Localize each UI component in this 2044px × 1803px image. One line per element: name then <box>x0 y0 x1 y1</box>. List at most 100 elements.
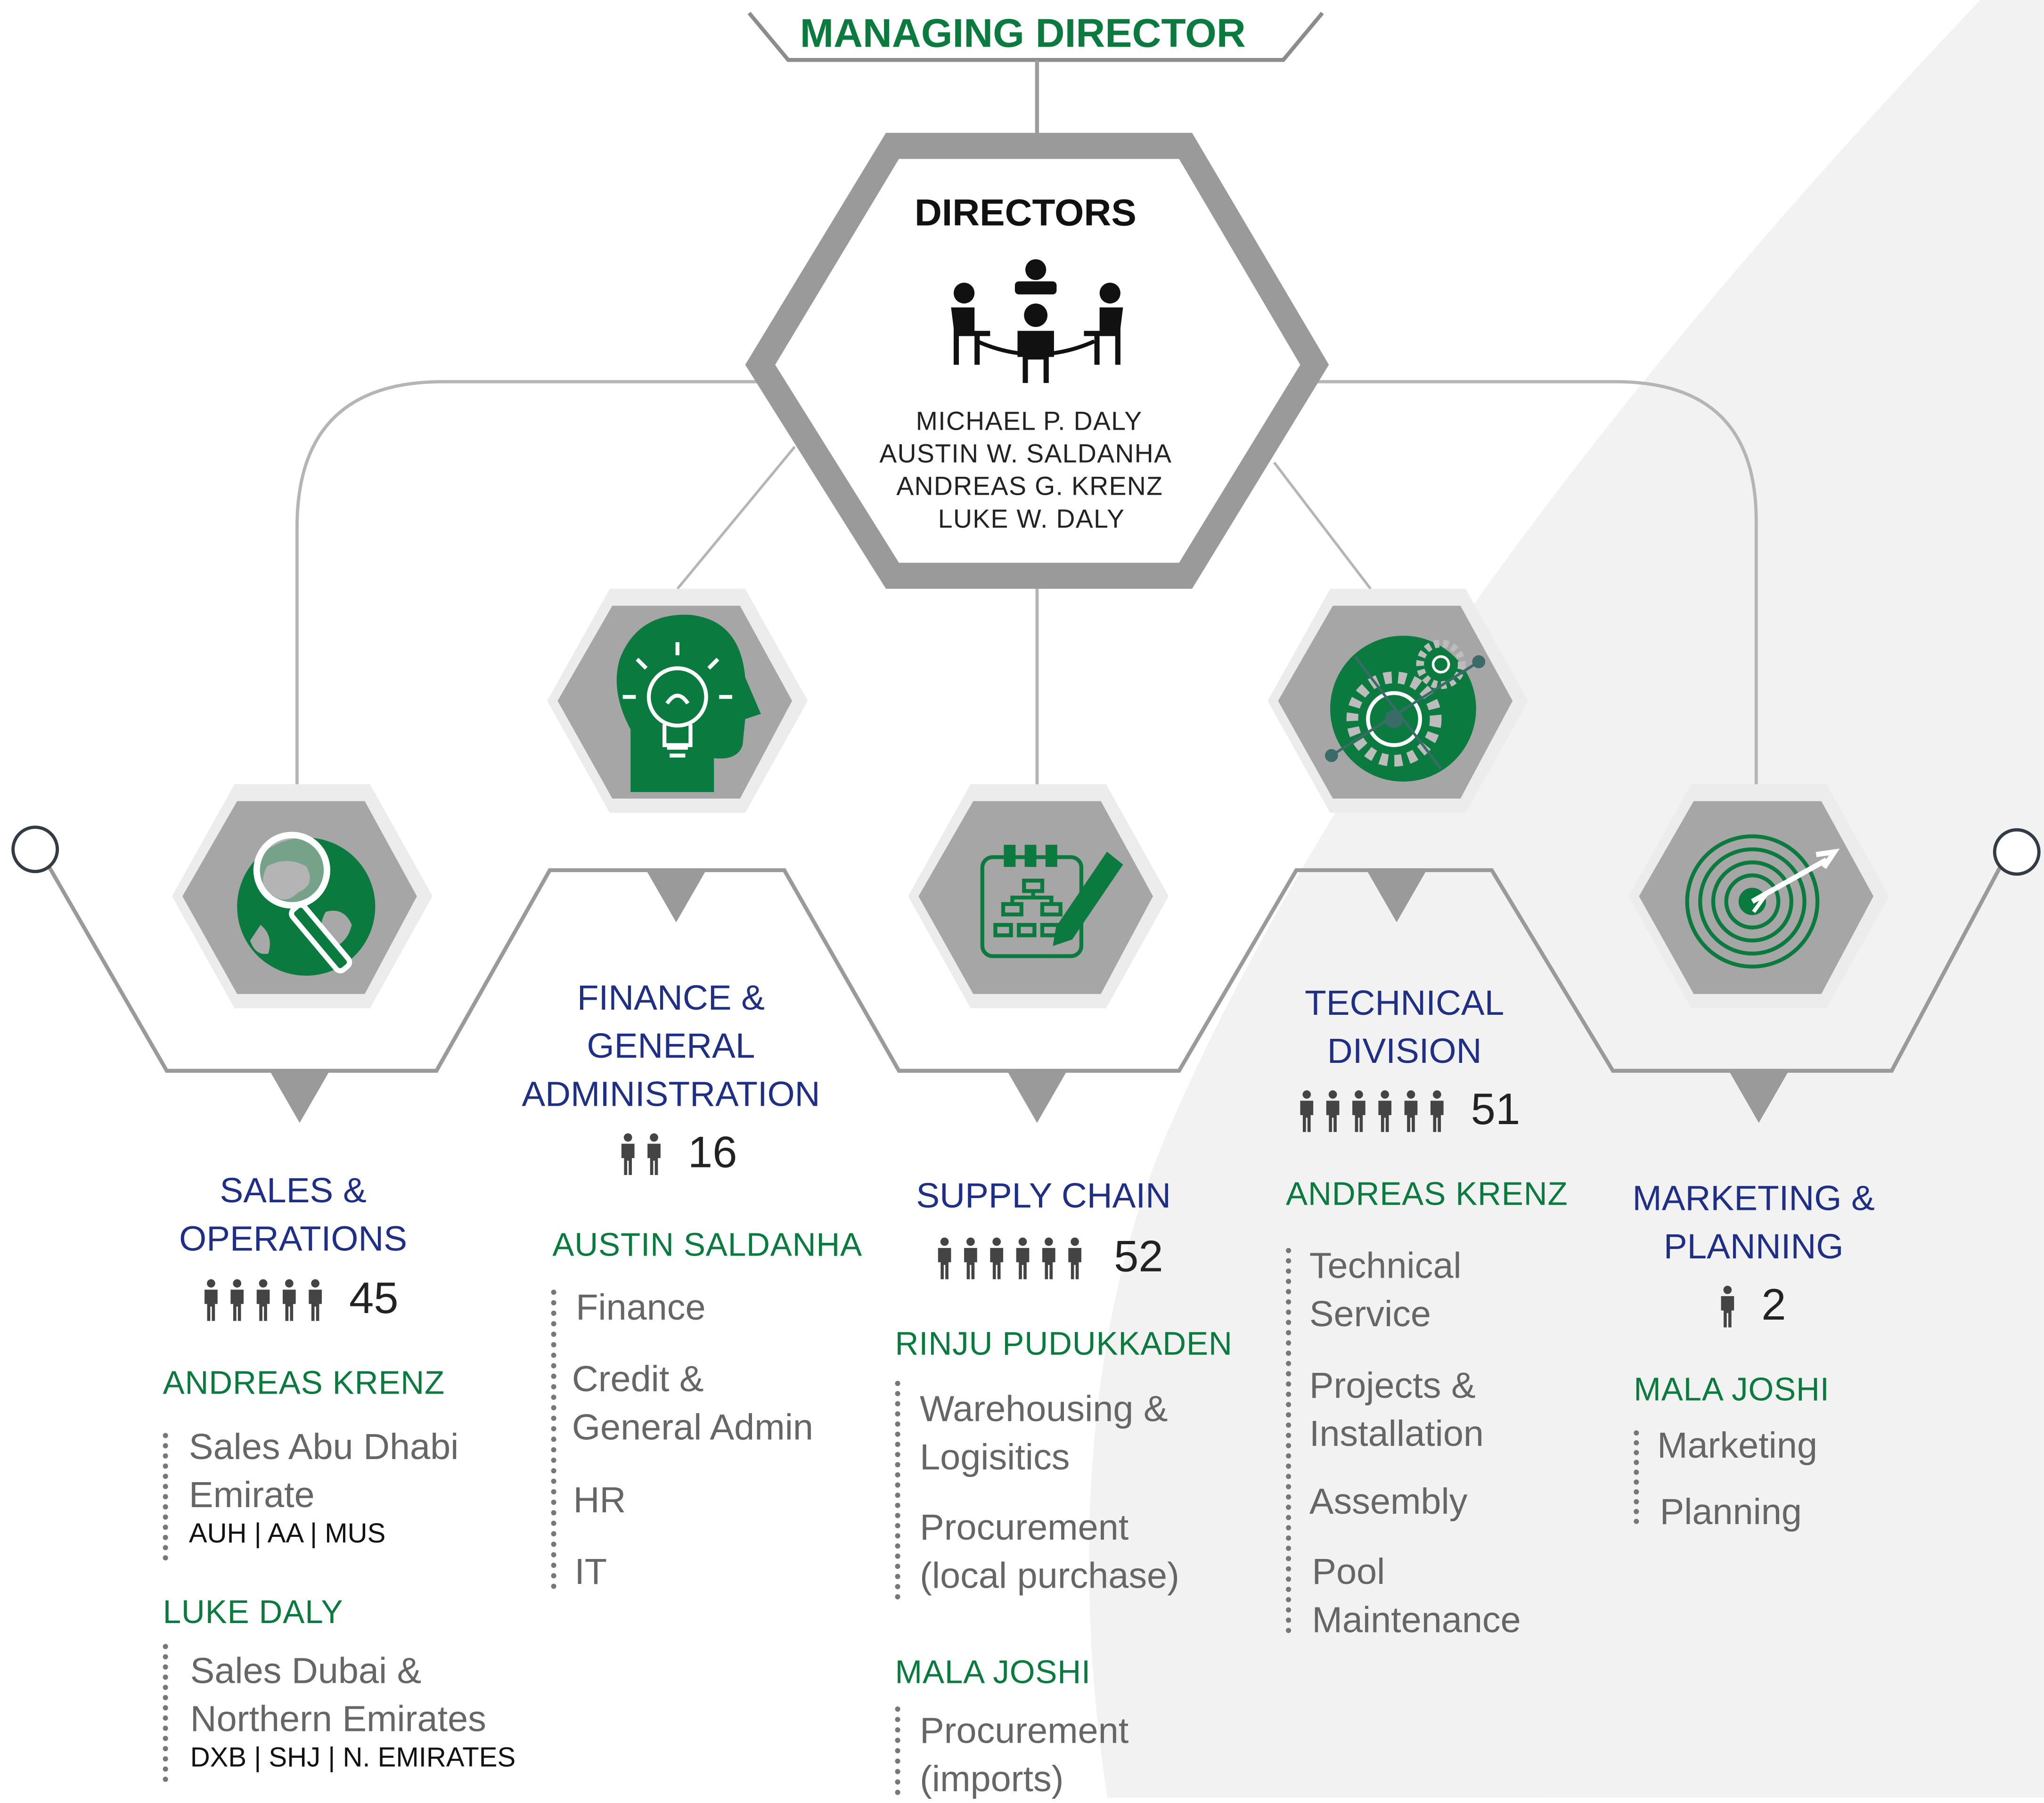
director-name: LUKE W. DALY <box>938 505 1125 534</box>
list-item: Maintenance <box>1312 1599 1521 1640</box>
people-icons <box>1717 1284 1743 1328</box>
boardroom-meeting-icon <box>951 259 1123 383</box>
location-codes: AUH | AA | MUS <box>188 1518 386 1549</box>
headcount-value: 2 <box>1761 1280 1786 1330</box>
person-icon <box>1016 1237 1030 1279</box>
list-item: Procurement <box>920 1507 1129 1548</box>
list-item: Logisitics <box>920 1436 1070 1477</box>
person-icon <box>1430 1089 1444 1132</box>
list-item: Pool <box>1312 1551 1385 1592</box>
person-icon <box>204 1278 218 1321</box>
list-item: Projects & <box>1309 1365 1476 1406</box>
supply-department-title: SUPPLY CHAIN <box>899 1173 1188 1221</box>
dept-title-line: OPERATIONS <box>179 1219 408 1258</box>
people-icons <box>618 1131 670 1175</box>
headcount-value: 51 <box>1471 1085 1521 1135</box>
person-icon <box>230 1278 244 1321</box>
person-icon <box>1352 1089 1365 1132</box>
right-end-node <box>1993 828 2041 876</box>
dept-title-line: GENERAL <box>587 1026 755 1066</box>
finance-department-title: FINANCE & GENERAL ADMINISTRATION <box>500 974 842 1119</box>
target-arrow-icon <box>1685 834 1840 969</box>
director-name: MICHAEL P. DALY <box>916 408 1143 437</box>
group-lead: MALA JOSHI <box>1634 1371 1830 1408</box>
headcount-value: 45 <box>349 1274 399 1324</box>
headcount-value: 16 <box>687 1128 737 1178</box>
person-icon-row <box>204 1278 322 1321</box>
connector-left <box>295 380 782 788</box>
list-item: Assembly <box>1309 1481 1468 1522</box>
list-item: IT <box>574 1551 607 1592</box>
person-icon <box>1378 1089 1392 1132</box>
list-item: HR <box>573 1480 626 1520</box>
group-lead: MALA JOSHI <box>895 1654 1091 1691</box>
dept-title-line: PLANNING <box>1663 1227 1844 1266</box>
location-codes: DXB | SHJ | N. EMIRATES <box>190 1743 516 1773</box>
dept-title-line: DIVISION <box>1327 1031 1482 1071</box>
list-item: (local purchase) <box>920 1555 1179 1596</box>
group-lead: ANDREAS KRENZ <box>163 1365 445 1402</box>
people-icons <box>201 1277 331 1322</box>
technical-department-title: TECHNICAL DIVISION <box>1274 979 1535 1076</box>
list-item: Finance <box>576 1287 706 1328</box>
list-item: Technical <box>1309 1245 1462 1286</box>
marketing-headcount: 2 <box>1717 1281 1786 1331</box>
list-item: Marketing <box>1657 1425 1818 1466</box>
supply-headcount: 52 <box>934 1232 1163 1283</box>
person-icon-row <box>621 1133 661 1175</box>
person-icon <box>1404 1089 1418 1132</box>
bullet-dots <box>895 1706 906 1795</box>
connector-right <box>1296 380 1758 788</box>
dept-title-line: SUPPLY CHAIN <box>916 1176 1171 1216</box>
list-item: Planning <box>1660 1491 1802 1532</box>
head-lightbulb-icon <box>616 614 761 792</box>
list-item: Credit & <box>572 1358 704 1399</box>
person-icon <box>990 1237 1004 1279</box>
group-lead: ANDREAS KRENZ <box>1286 1176 1568 1213</box>
person-icon-row <box>1721 1285 1734 1327</box>
list-item: Northern Emirates <box>190 1698 486 1739</box>
person-icon <box>283 1278 296 1321</box>
list-item: Sales Abu Dhabi <box>188 1426 459 1467</box>
person-icon-row <box>938 1237 1081 1279</box>
list-item: Procurement <box>920 1710 1129 1751</box>
person-icon-row <box>1300 1089 1444 1132</box>
bullet-dots <box>1286 1248 1296 1634</box>
person-icon <box>647 1133 661 1175</box>
person-icon <box>1042 1237 1055 1279</box>
bullet-dots <box>163 1644 173 1782</box>
person-icon <box>938 1237 951 1279</box>
dept-title-line: TECHNICAL <box>1305 983 1504 1023</box>
dept-title-line: MARKETING & <box>1632 1179 1875 1218</box>
managing-director-title: MANAGING DIRECTOR <box>800 10 1246 56</box>
list-item: Service <box>1309 1293 1431 1334</box>
director-name: AUSTIN W. SALDANHA <box>879 440 1172 469</box>
finance-headcount: 16 <box>618 1128 737 1179</box>
gears-icon <box>1325 636 1486 782</box>
person-icon <box>1326 1089 1340 1132</box>
person-icon <box>309 1278 322 1321</box>
person-icon <box>1068 1237 1081 1279</box>
person-icon <box>256 1278 270 1321</box>
people-icons <box>1296 1088 1453 1133</box>
marketing-department-title: MARKETING & PLANNING <box>1611 1175 1897 1272</box>
list-item: General Admin <box>572 1407 813 1447</box>
list-item: Sales Dubai & <box>190 1650 422 1691</box>
clipboard-flowchart-icon <box>980 845 1123 958</box>
bullet-dots <box>551 1289 562 1590</box>
list-item: Installation <box>1309 1413 1484 1454</box>
list-item: Warehousing & <box>920 1388 1168 1429</box>
group-lead: LUKE DALY <box>163 1594 343 1631</box>
sales-department-title: SALES & OPERATIONS <box>156 1167 430 1264</box>
dept-title-line: SALES & <box>220 1171 367 1210</box>
left-end-node <box>11 825 59 873</box>
bullet-dots <box>1634 1430 1644 1525</box>
technical-headcount: 51 <box>1296 1085 1520 1136</box>
bullet-dots <box>163 1433 173 1561</box>
list-item: Emirate <box>188 1474 315 1515</box>
people-icons <box>934 1236 1091 1280</box>
sales-headcount: 45 <box>201 1274 399 1325</box>
person-icon <box>1300 1089 1314 1132</box>
